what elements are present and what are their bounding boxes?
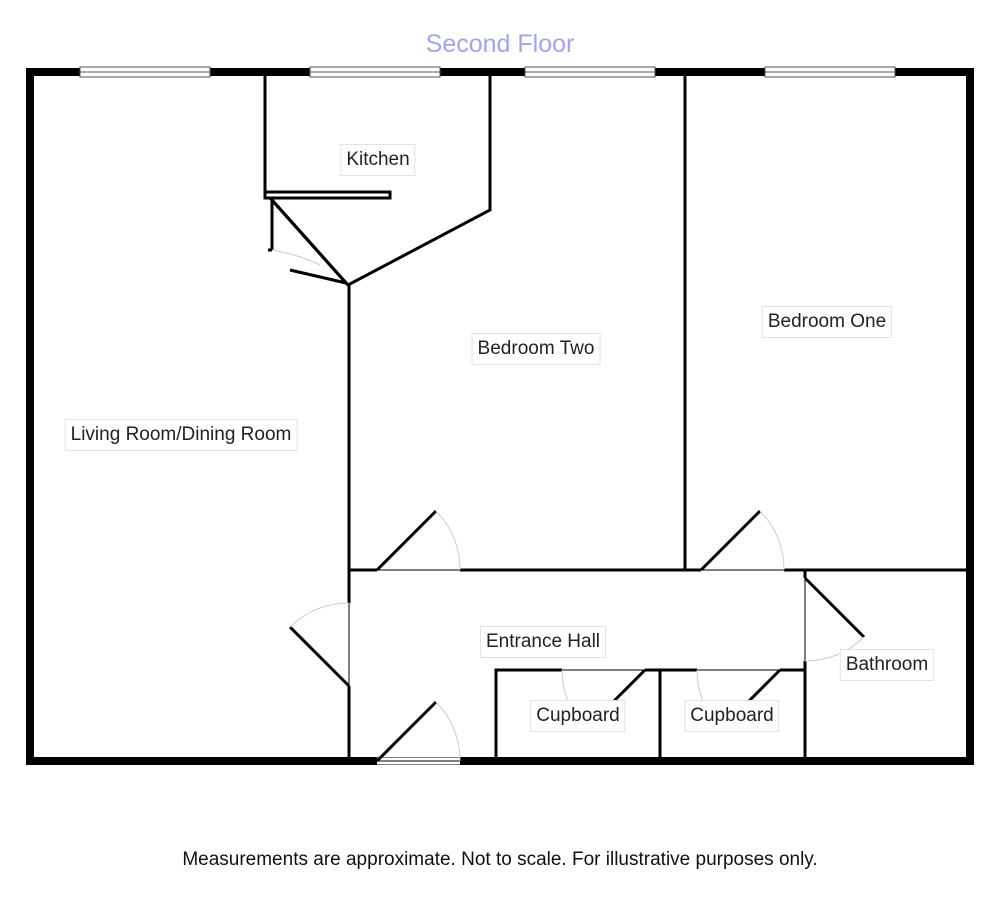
bedroom-two-door — [375, 509, 461, 573]
bathroom-door — [802, 576, 866, 662]
room-label-cupboard-left: Cupboard — [530, 700, 626, 732]
outer-wall — [26, 68, 974, 765]
front-door — [375, 700, 461, 765]
kitchen-door — [263, 190, 392, 285]
living-room-door — [288, 602, 352, 688]
window — [79, 66, 211, 78]
window — [764, 66, 896, 78]
room-label-bedroom-one: Bedroom One — [761, 306, 893, 338]
kitchen-wall — [263, 70, 492, 287]
room-label-entrance-hall: Entrance Hall — [479, 626, 607, 658]
floor-title: Second Floor — [425, 30, 575, 58]
room-label-kitchen: Kitchen — [340, 144, 416, 176]
doors — [263, 190, 866, 765]
windows — [79, 66, 896, 78]
room-label-living-dining: Living Room/Dining Room — [64, 419, 298, 451]
bedroom-one-door — [699, 509, 785, 573]
window — [524, 66, 656, 78]
room-label-cupboard-right: Cupboard — [684, 700, 780, 732]
disclaimer: Measurements are approximate. Not to sca… — [182, 849, 818, 870]
window — [309, 66, 441, 78]
room-label-bathroom: Bathroom — [839, 649, 935, 681]
room-label-bedroom-two: Bedroom Two — [471, 333, 601, 365]
